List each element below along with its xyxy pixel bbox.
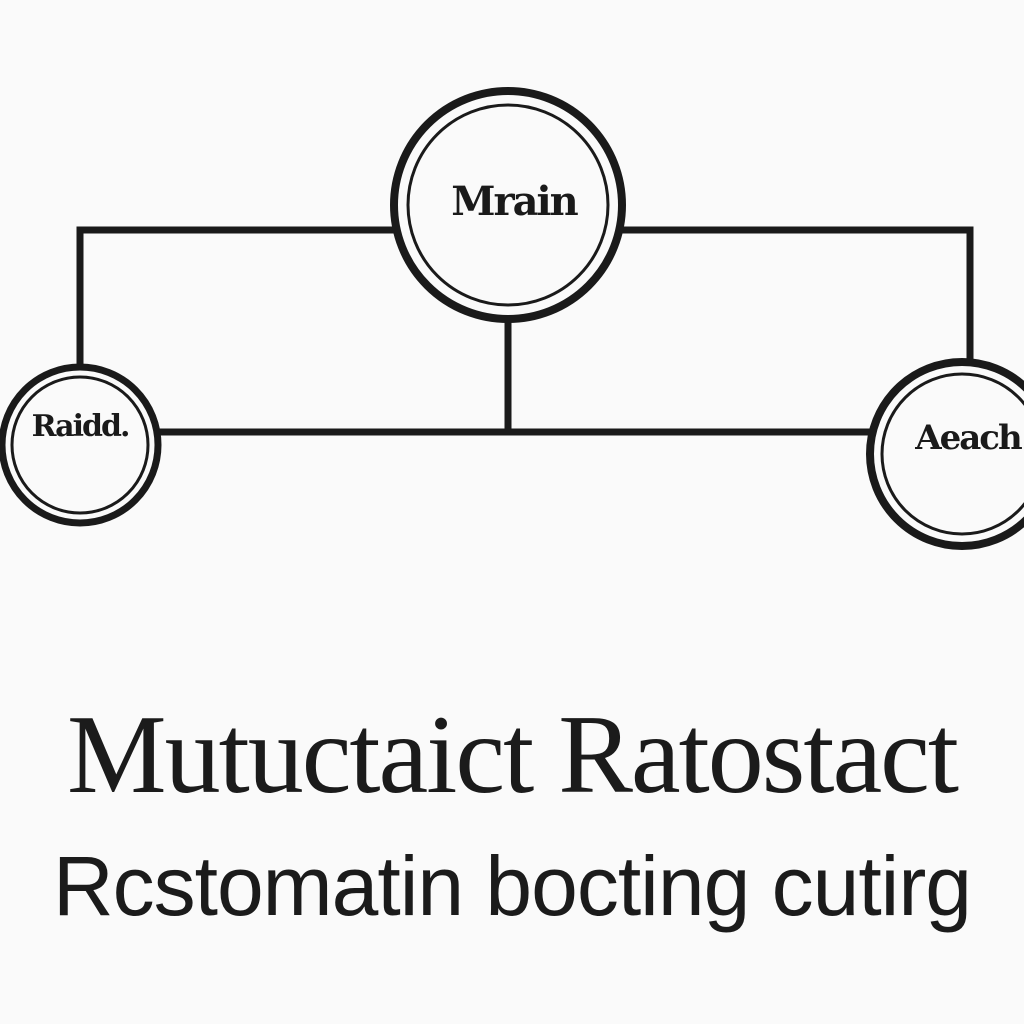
node-left: Raidd. — [0, 363, 162, 527]
node-top-label: Mrain — [451, 178, 578, 225]
diagram-subtitle: Rcstomatin bocting cutirg — [52, 839, 972, 933]
diagram-title: Mutuctaict Ratostact — [67, 693, 959, 817]
node-top: Mrain — [390, 87, 626, 323]
connector-lines — [76, 226, 974, 436]
node-right: Aeach — [866, 358, 1024, 550]
connector-top-to-right — [622, 226, 974, 364]
connector-top-to-left — [76, 226, 396, 372]
node-right-label: Aeach — [914, 418, 1022, 458]
node-left-label: Raidd. — [32, 409, 129, 444]
